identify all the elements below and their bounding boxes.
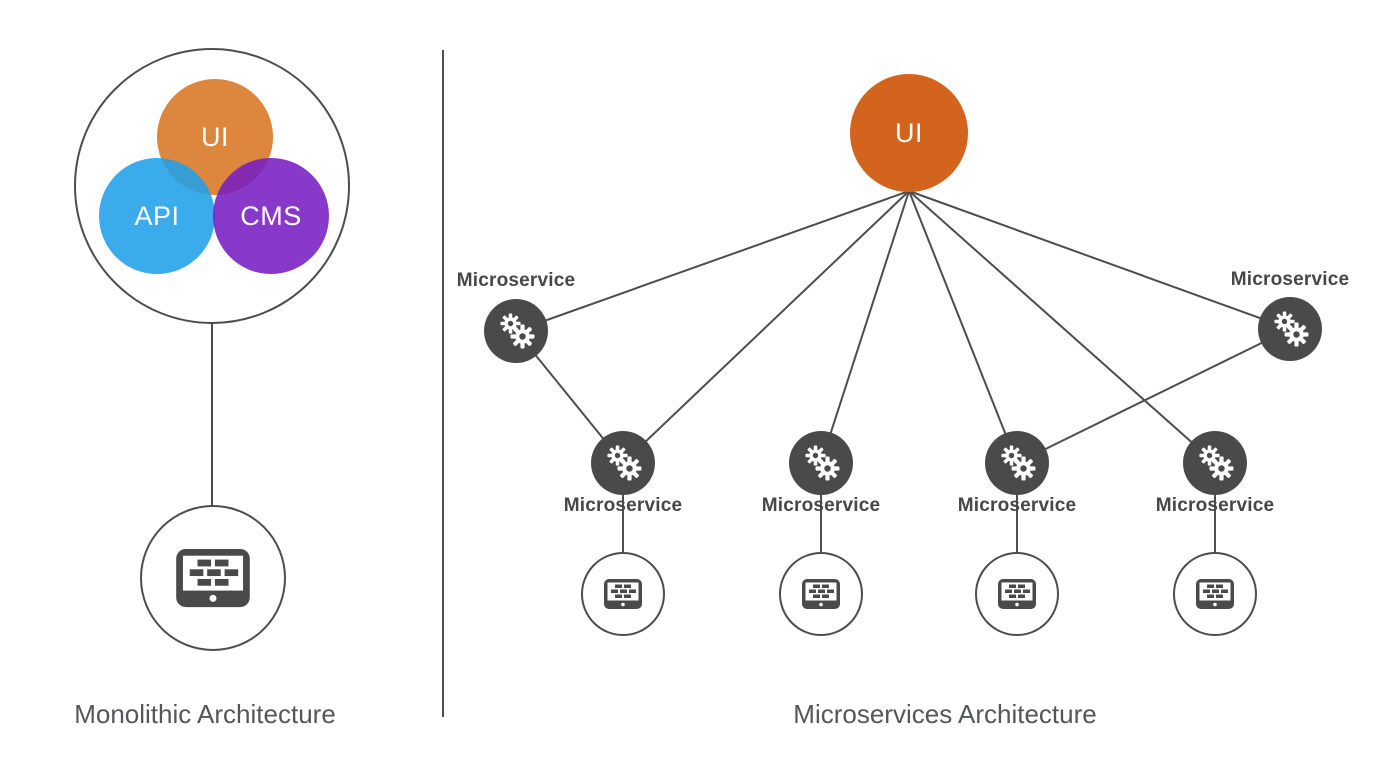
monolith-api-circle: API bbox=[99, 158, 215, 274]
microservice-label-2: Microservice bbox=[761, 495, 881, 516]
tablet-icon bbox=[176, 548, 250, 608]
gears-icon bbox=[500, 313, 535, 349]
tablet-icon bbox=[998, 579, 1036, 609]
microservice-label-1: Microservice bbox=[563, 495, 683, 516]
monolith-cms-label: CMS bbox=[240, 200, 302, 231]
microservice-node-2 bbox=[789, 431, 853, 495]
microservice-label-4: Microservice bbox=[1155, 495, 1275, 516]
gears-icon bbox=[1001, 445, 1036, 481]
gears-icon bbox=[1199, 445, 1234, 481]
gears-icon bbox=[805, 445, 840, 481]
tablet-icon bbox=[1196, 579, 1234, 609]
microservice-label-topleft: Microservice bbox=[456, 270, 576, 291]
client-circle-1 bbox=[581, 552, 665, 636]
client-circle-3 bbox=[975, 552, 1059, 636]
microservices-ui-circle: UI bbox=[850, 74, 968, 192]
monolith-caption: Monolithic Architecture bbox=[74, 699, 336, 729]
microservice-node-1 bbox=[591, 431, 655, 495]
microservice-label-topright: Microservice bbox=[1230, 269, 1350, 290]
ui-to-ms3-connector bbox=[908, 190, 1018, 464]
client-circle-4 bbox=[1173, 552, 1257, 636]
microservice-node-3 bbox=[985, 431, 1049, 495]
client-circle-2 bbox=[779, 552, 863, 636]
ms-topright-to-ms3-connector bbox=[1016, 328, 1291, 464]
microservices-ui-label: UI bbox=[895, 117, 923, 148]
ui-to-ms4-connector bbox=[908, 190, 1216, 464]
ui-to-ms1-connector bbox=[622, 190, 910, 464]
monolith-cms-circle: CMS bbox=[213, 158, 329, 274]
tablet-icon bbox=[604, 579, 642, 609]
tablet-icon bbox=[802, 579, 840, 609]
microservice-node-topleft bbox=[484, 299, 548, 363]
monolith-client-circle bbox=[140, 505, 286, 651]
microservice-node-topright bbox=[1258, 297, 1322, 361]
microservice-node-4 bbox=[1183, 431, 1247, 495]
ui-to-ms-topleft-connector bbox=[515, 190, 910, 332]
microservices-caption: Microservices Architecture bbox=[793, 699, 1097, 729]
microservice-label-3: Microservice bbox=[957, 495, 1077, 516]
ui-to-ms-topright-connector bbox=[908, 190, 1291, 330]
ui-to-ms2-connector bbox=[820, 190, 910, 464]
monolith-api-label: API bbox=[134, 200, 180, 231]
gears-icon bbox=[607, 445, 642, 481]
monolith-ui-label: UI bbox=[201, 121, 229, 152]
gears-icon bbox=[1274, 311, 1309, 347]
